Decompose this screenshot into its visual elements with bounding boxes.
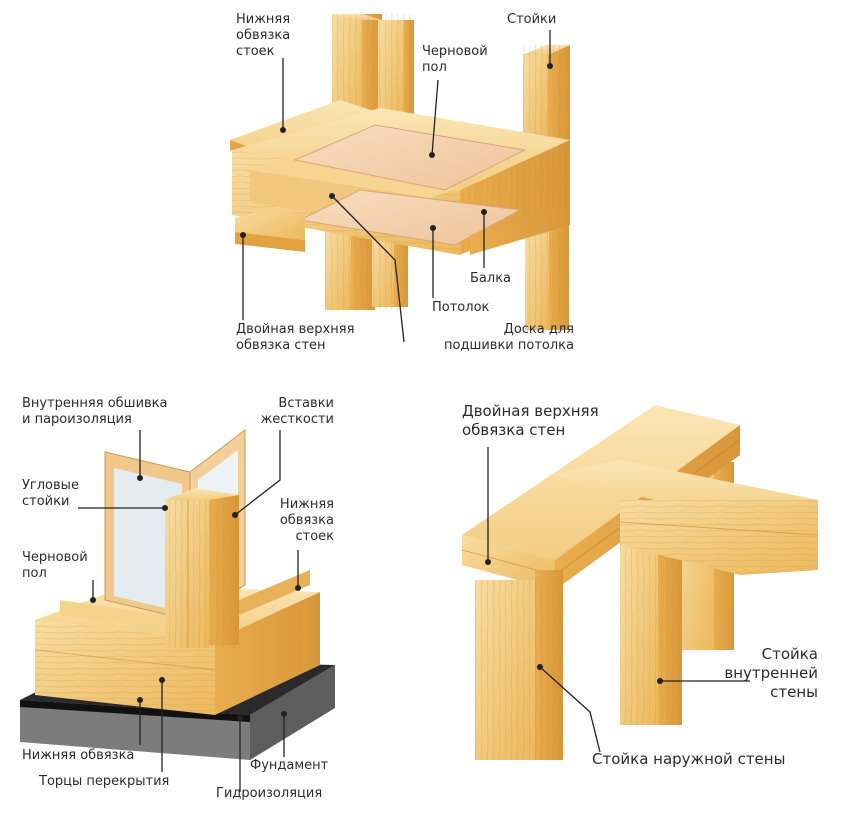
junction-leaders xyxy=(487,447,750,753)
label-waterproofing: Гидроизоляция xyxy=(216,786,323,801)
corner-leader-dots xyxy=(90,475,301,721)
lower-studs xyxy=(325,225,569,330)
top-ceiling xyxy=(298,189,522,246)
label-double-top-plate: Двойная верхняя обвязка стен xyxy=(236,322,355,353)
junction-leader-dots xyxy=(485,559,663,684)
corner-leaders xyxy=(78,430,299,792)
top-floor-assembly xyxy=(230,14,570,343)
label-floor-ends: Торцы перекрытия xyxy=(39,774,170,789)
top-plate-junction xyxy=(461,405,819,760)
label-ceiling: Потолок xyxy=(432,300,490,315)
label-exterior-stud: Стойка наружной стены xyxy=(592,750,786,768)
label-stiffeners: Вставки жесткости xyxy=(260,396,334,427)
corner-wall-assembly xyxy=(20,428,335,792)
label-subfloor: Черновой пол xyxy=(422,44,488,75)
label-subfloor-2: Черновой пол xyxy=(22,550,88,581)
label-foundation: Фундамент xyxy=(250,758,329,773)
label-corner-studs: Угловые стойки xyxy=(22,478,79,509)
label-bottom-plate-studs: Нижняя обвязка стоек xyxy=(236,12,291,59)
label-ceiling-board: Доска для подшивки потолка xyxy=(444,322,574,353)
top-leaders xyxy=(242,30,551,343)
label-bottom-plate: Нижняя обвязка xyxy=(22,748,135,763)
label-bottom-plate-studs-2: Нижняя обвязка стоек xyxy=(279,497,334,544)
label-interior-sheathing: Внутренняя обшивка и пароизоляция xyxy=(22,396,168,427)
top-subfloor xyxy=(293,124,527,191)
label-double-top-plate-2: Двойная верхняя обвязка стен xyxy=(462,402,599,439)
label-interior-stud: Стойка внутренней стены xyxy=(724,645,818,701)
top-leader-dots xyxy=(240,63,553,238)
label-joist: Балка xyxy=(470,271,512,286)
label-studs: Стойки xyxy=(507,12,557,27)
top-double-top-plate xyxy=(235,205,570,255)
